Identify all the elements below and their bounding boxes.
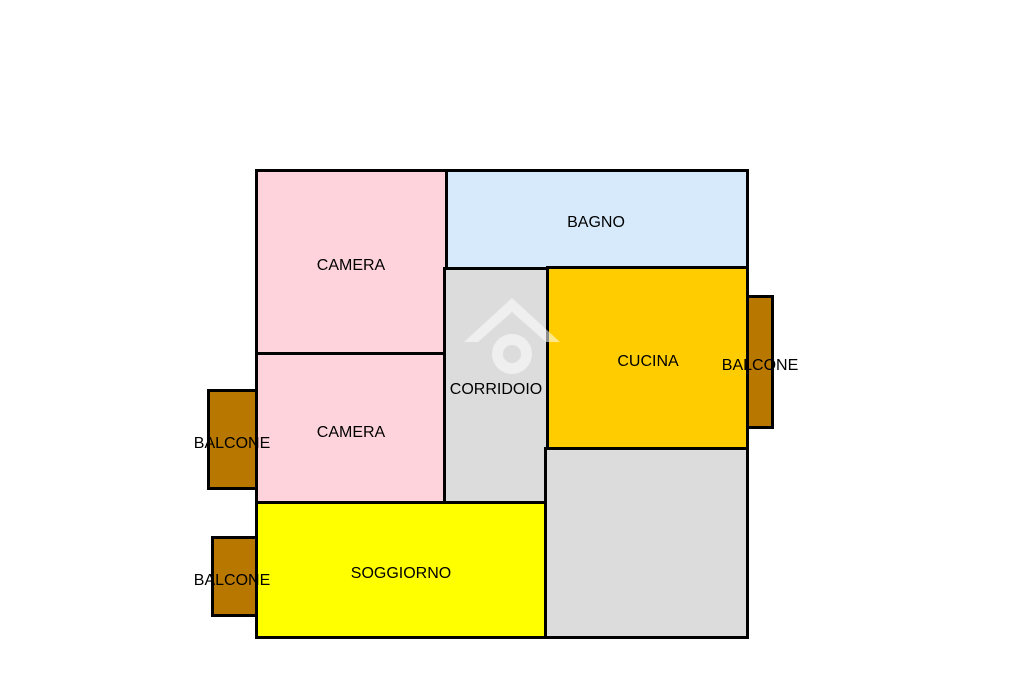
balcone-left-top <box>207 389 259 490</box>
room-unlabeled <box>544 447 749 639</box>
label-balcone-left-top: BALCONE <box>193 435 271 452</box>
room-corridoio <box>443 267 549 504</box>
house-logo-icon <box>464 298 560 374</box>
balcone-left-bottom <box>211 536 259 617</box>
label-bagno: BAGNO <box>567 214 625 231</box>
label-corridoio: CORRIDOIO <box>449 381 543 398</box>
room-soggiorno <box>255 501 547 639</box>
label-balcone-right: BALCONE <box>721 357 799 374</box>
label-soggiorno: SOGGIORNO <box>350 565 452 582</box>
label-balcone-left-bottom: BALCONE <box>193 572 271 589</box>
label-camera-bottom: CAMERA <box>316 424 386 441</box>
label-camera-top: CAMERA <box>316 257 386 274</box>
label-cucina: CUCINA <box>617 353 679 370</box>
room-cucina <box>546 266 749 450</box>
